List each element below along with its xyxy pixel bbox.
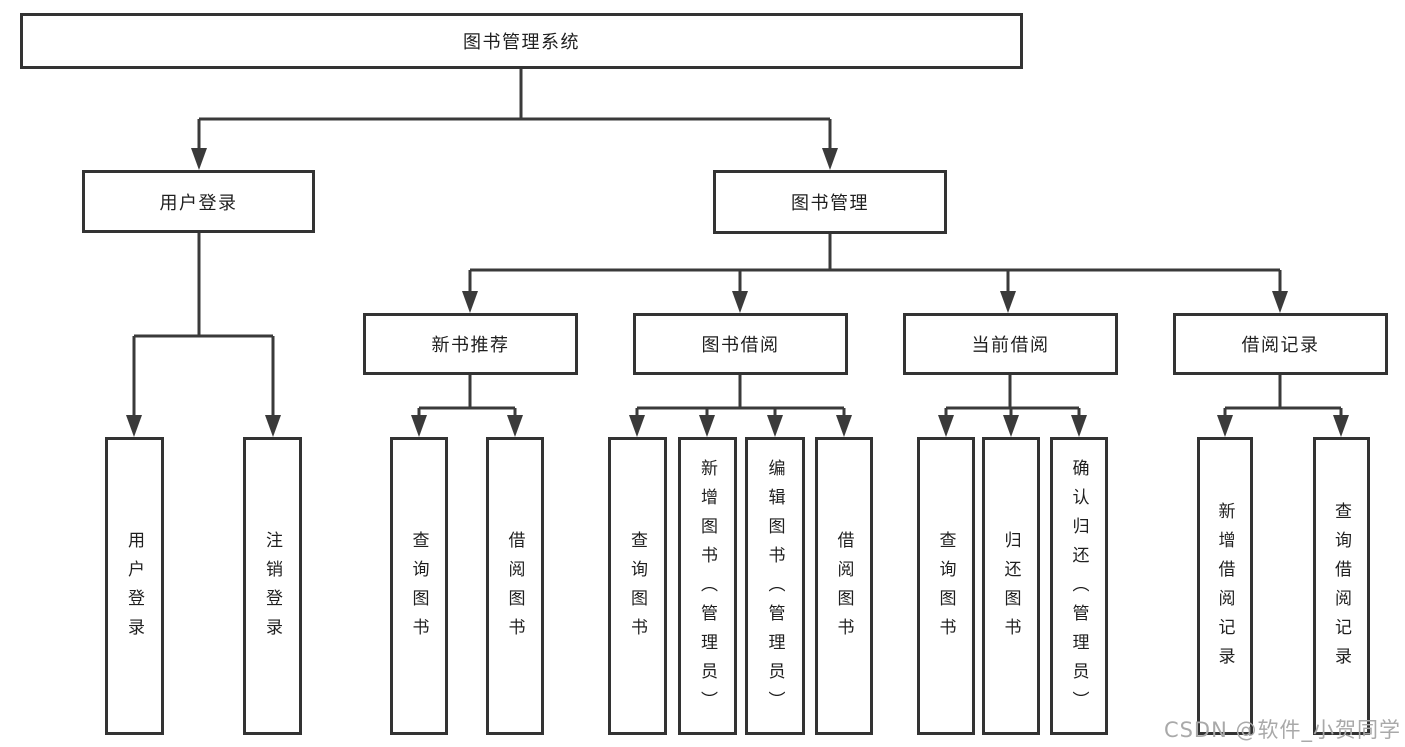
arrowhead-icon xyxy=(699,415,715,437)
csdn-watermark: CSDN @软件_小贺同学 xyxy=(1163,718,1401,742)
arrowhead-icon xyxy=(1272,291,1288,313)
arrowhead-icon xyxy=(938,415,954,437)
leaf-logout: 注销登录 xyxy=(243,437,302,735)
leaf-bb-edit-books: 编辑图书（管理员） xyxy=(745,437,805,735)
arrowhead-icon xyxy=(411,415,427,437)
arrowhead-icon xyxy=(822,148,838,170)
arrowhead-icon xyxy=(507,415,523,437)
arrowhead-icon xyxy=(1217,415,1233,437)
connector-new-book-recommend-to-leaves xyxy=(417,375,517,419)
leaf-nbr-query-books: 查询图书 xyxy=(390,437,448,735)
arrowhead-icon xyxy=(1000,291,1016,313)
node-book-borrowing: 图书借阅 xyxy=(633,313,848,375)
leaf-bb-add-books: 新增图书（管理员） xyxy=(678,437,737,735)
arrowhead-icon xyxy=(732,291,748,313)
node-new-book-recommend: 新书推荐 xyxy=(363,313,578,375)
arrowhead-icon xyxy=(191,148,207,170)
arrowhead-icon xyxy=(836,415,852,437)
node-borrowing-records: 借阅记录 xyxy=(1173,313,1388,375)
arrowhead-icon xyxy=(1003,415,1019,437)
arrowhead-icon xyxy=(265,415,281,437)
leaf-cb-query-books: 查询图书 xyxy=(917,437,975,735)
arrowhead-icon xyxy=(629,415,645,437)
node-user-login-branch: 用户登录 xyxy=(82,170,315,233)
node-library-system: 图书管理系统 xyxy=(20,13,1023,69)
connector-user-login-to-leaves xyxy=(132,233,275,419)
arrowhead-icon xyxy=(1333,415,1349,437)
arrowhead-icon xyxy=(1071,415,1087,437)
arrowhead-icon xyxy=(462,291,478,313)
node-book-management: 图书管理 xyxy=(713,170,947,234)
leaf-bb-query-books: 查询图书 xyxy=(608,437,667,735)
leaf-bb-borrow-books: 借阅图书 xyxy=(815,437,873,735)
arrowhead-icon xyxy=(767,415,783,437)
connector-borrowing-records-to-leaves xyxy=(1223,375,1343,419)
node-current-borrowing: 当前借阅 xyxy=(903,313,1118,375)
leaf-br-query-record: 查询借阅记录 xyxy=(1313,437,1370,735)
arrowhead-icon xyxy=(126,415,142,437)
leaf-cb-confirm-return: 确认归还（管理员） xyxy=(1050,437,1108,735)
leaf-nbr-borrow-books: 借阅图书 xyxy=(486,437,544,735)
leaf-user-login: 用户登录 xyxy=(105,437,164,735)
leaf-br-add-record: 新增借阅记录 xyxy=(1197,437,1253,735)
connector-current-borrowing-to-leaves xyxy=(944,375,1081,419)
connector-book-management-to-level2 xyxy=(468,234,1282,295)
connector-book-borrowing-to-leaves xyxy=(635,375,846,419)
connector-root-to-level1 xyxy=(197,69,832,152)
leaf-cb-return-books: 归还图书 xyxy=(982,437,1040,735)
